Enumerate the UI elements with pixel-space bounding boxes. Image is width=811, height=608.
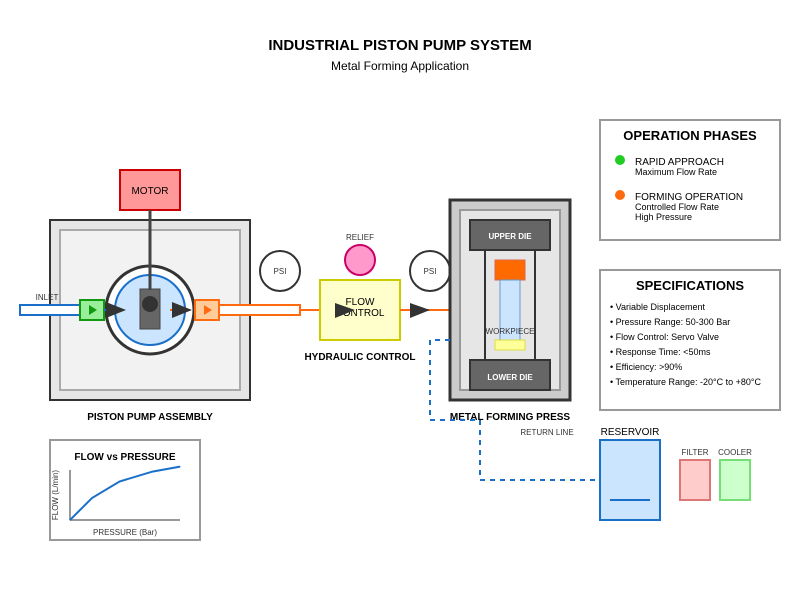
spec-item: • Temperature Range: -20°C to +80°C xyxy=(610,377,762,387)
return-line xyxy=(429,339,600,481)
cooler[interactable]: COOLER xyxy=(718,448,752,501)
chart-point xyxy=(119,481,120,482)
phase-1-detail-1: High Pressure xyxy=(635,212,692,222)
pressure-gauge-2[interactable]: PSI xyxy=(409,250,451,292)
metal-forming-press[interactable]: UPPER DIE WORKPIECE LOWER DIE xyxy=(448,198,572,402)
flow-control-label-2: CONTROL xyxy=(336,308,385,319)
specs-title: SPECIFICATIONS xyxy=(636,278,744,293)
press-label: METAL FORMING PRESS xyxy=(450,412,571,423)
chart-y-label: FLOW (L/min) xyxy=(51,470,60,521)
piston-pin xyxy=(142,296,158,312)
chart-title: FLOW vs PRESSURE xyxy=(74,452,175,463)
reservoir-label: RESERVOIR xyxy=(601,427,660,438)
specs-panel-box xyxy=(599,269,781,411)
phase-1-dot xyxy=(615,190,625,200)
pump-assembly-label: PISTON PUMP ASSEMBLY xyxy=(87,412,213,423)
press-feed-arrow-icon xyxy=(410,303,430,318)
inlet-label: INLET xyxy=(36,293,59,302)
chart-point xyxy=(91,497,93,499)
phase-0-dot xyxy=(615,155,625,165)
phase-1-name: FORMING OPERATION xyxy=(635,192,743,203)
specifications-panel: SPECIFICATIONS • Variable Displacement •… xyxy=(599,269,781,411)
filter-box xyxy=(679,459,711,501)
phase-0-detail-0: Maximum Flow Rate xyxy=(635,167,717,177)
flow-pressure-chart: FLOW vs PRESSURE PRESSURE (Bar) FLOW (L/… xyxy=(49,439,201,541)
relief-valve[interactable]: RELIEF xyxy=(344,233,376,276)
chart-point xyxy=(179,466,181,468)
outlet-pipe xyxy=(218,304,301,316)
upper-die-label: UPPER DIE xyxy=(488,232,532,241)
filter[interactable]: FILTER xyxy=(679,448,711,501)
chart-point xyxy=(69,519,71,521)
page-subtitle: Metal Forming Application xyxy=(331,59,469,73)
spec-item: • Variable Displacement xyxy=(610,302,706,312)
chart-frame xyxy=(49,439,201,541)
press-cylinder xyxy=(494,259,526,281)
cooler-box xyxy=(719,459,751,501)
gauge-2-label: PSI xyxy=(424,267,437,276)
relief-valve-circle xyxy=(344,244,376,276)
workpiece xyxy=(494,339,526,351)
inlet-pipe xyxy=(19,304,81,316)
cooler-label: COOLER xyxy=(718,448,752,457)
lower-die xyxy=(469,359,551,391)
inlet-valve-arrow-icon xyxy=(89,305,97,315)
return-line-label: RETURN LINE xyxy=(520,428,573,437)
filter-label: FILTER xyxy=(682,448,709,457)
gauge-1-dial xyxy=(259,250,301,292)
chart-x-label: PRESSURE (Bar) xyxy=(93,528,157,537)
outlet-valve-arrow-icon xyxy=(204,305,212,315)
phases-title: OPERATION PHASES xyxy=(623,128,757,143)
phase-0-name: RAPID APPROACH xyxy=(635,157,724,168)
hydraulic-control-label: HYDRAULIC CONTROL xyxy=(304,352,415,363)
page-title: INDUSTRIAL PISTON PUMP SYSTEM xyxy=(268,37,531,54)
upper-die xyxy=(469,219,551,251)
spec-item: • Flow Control: Servo Valve xyxy=(610,332,719,342)
phase-1-detail-0: Controlled Flow Rate xyxy=(635,202,719,212)
motor-box xyxy=(119,169,181,211)
workpiece-label: WORKPIECE xyxy=(486,327,535,336)
flow-control-arrow-icon xyxy=(335,303,355,318)
flow-control-label-1: FLOW xyxy=(346,297,375,308)
spec-item: • Efficiency: >90% xyxy=(610,362,682,372)
operation-phases-panel: OPERATION PHASES RAPID APPROACH Maximum … xyxy=(599,119,781,241)
reservoir-tank xyxy=(599,439,661,521)
gauge-1-label: PSI xyxy=(274,267,287,276)
reservoir[interactable]: RESERVOIR xyxy=(599,427,661,521)
motor[interactable]: MOTOR xyxy=(119,169,181,211)
spec-item: • Pressure Range: 50-300 Bar xyxy=(610,317,730,327)
lower-die-label: LOWER DIE xyxy=(487,373,533,382)
pressure-gauge-1[interactable]: PSI xyxy=(259,250,301,292)
phases-panel-box xyxy=(599,119,781,241)
motor-label: MOTOR xyxy=(131,186,168,197)
chart-point xyxy=(152,471,153,473)
spec-item: • Response Time: <50ms xyxy=(610,347,711,357)
relief-label: RELIEF xyxy=(346,233,374,242)
flow-control-valve[interactable]: FLOW CONTROL xyxy=(319,279,401,341)
